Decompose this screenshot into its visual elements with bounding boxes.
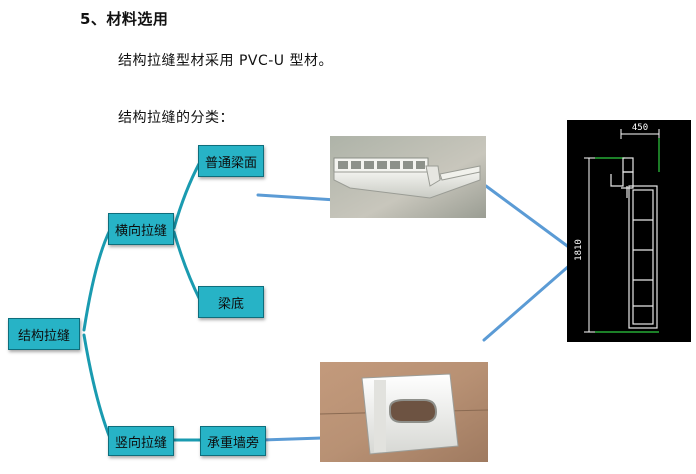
connector-to-photo-bottom <box>260 436 324 442</box>
profile-cad-drawing: 450 1810 <box>567 120 691 342</box>
section-heading: 5、材料选用 <box>80 10 169 28</box>
connector-to-photo-top <box>256 193 338 202</box>
node-load-wall: 承重墙旁 <box>200 426 266 456</box>
width-dimension-label: 450 <box>632 123 648 133</box>
branch-horizontal-beam-bottom <box>172 230 202 302</box>
height-dimension-label: 1810 <box>574 239 584 261</box>
node-horizontal: 横向拉缝 <box>108 213 174 245</box>
profile-photo-vertical <box>320 362 488 462</box>
branch-root-horizontal <box>82 228 112 332</box>
connector-photo-to-drawing-top <box>484 184 572 250</box>
node-beam-bottom: 梁底 <box>198 286 264 318</box>
node-normal-beam: 普通梁面 <box>198 145 264 177</box>
node-vertical: 竖向拉缝 <box>108 426 174 456</box>
material-paragraph: 结构拉缝型材采用 PVC-U 型材。 <box>118 53 333 69</box>
classification-paragraph: 结构拉缝的分类： <box>118 110 234 126</box>
branch-horizontal-normal-beam <box>172 160 202 230</box>
profile-photo-horizontal <box>330 136 486 218</box>
node-root: 结构拉缝 <box>8 318 80 350</box>
connector-drawing-bottom <box>482 263 572 342</box>
branch-root-vertical <box>82 333 112 440</box>
